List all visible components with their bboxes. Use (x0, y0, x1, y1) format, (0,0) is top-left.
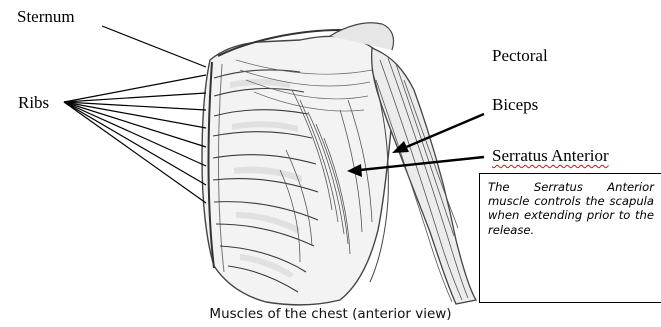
label-pectoral: Pectoral (492, 47, 548, 64)
label-biceps: Biceps (492, 96, 538, 113)
label-ribs: Ribs (18, 94, 49, 111)
sternum-leader-line (102, 26, 206, 67)
serratus-note-text: The Serratus Anterior muscle controls th… (488, 180, 654, 237)
label-sternum: Sternum (17, 8, 75, 25)
figure-caption: Muscles of the chest (anterior view) (0, 306, 661, 322)
label-serratus-anterior: Serratus Anterior (492, 147, 609, 164)
serratus-note-box: The Serratus Anterior muscle controls th… (479, 173, 661, 303)
chest-drawing (202, 23, 476, 305)
ribs-leader-lines (64, 75, 206, 203)
